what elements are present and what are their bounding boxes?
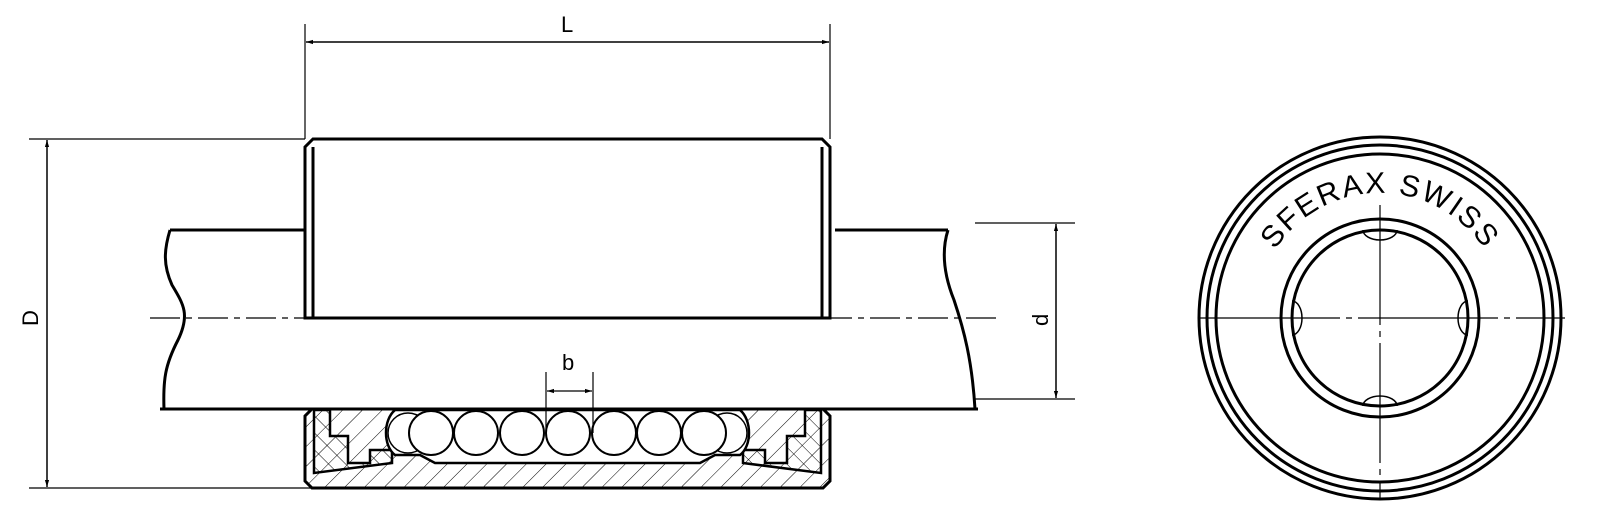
ball-pitch-label: b — [562, 350, 574, 375]
outer-diameter-dimension — [29, 138, 320, 489]
shaft — [160, 228, 978, 411]
shaft-diameter-label: d — [1028, 314, 1053, 326]
balls — [408, 410, 727, 456]
bearing-housing-outer — [303, 137, 832, 320]
bearing-housing-section — [303, 407, 832, 490]
side-view — [29, 24, 1075, 490]
length-dimension — [304, 24, 831, 139]
length-label: L — [561, 12, 573, 37]
end-view — [1197, 135, 1565, 501]
ball-pitch-dimension — [545, 372, 594, 433]
outer-diameter-label: D — [18, 310, 43, 326]
shaft-diameter-dimension — [975, 222, 1075, 400]
